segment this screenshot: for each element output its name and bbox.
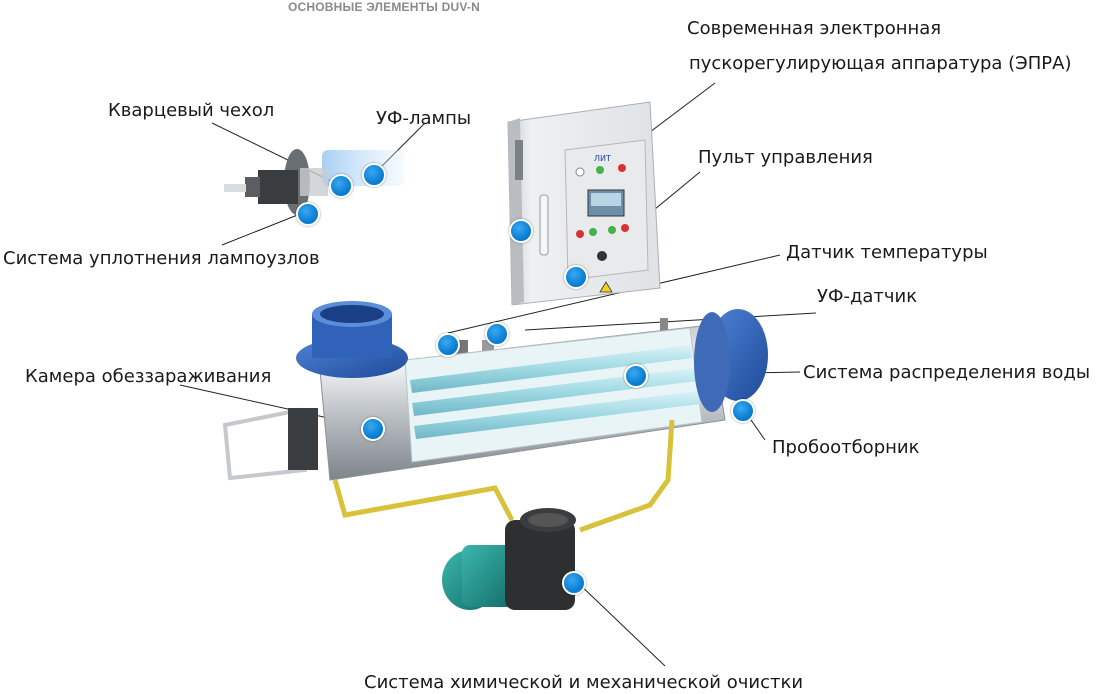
label-disinfection-chamber: Камера обеззараживания — [25, 366, 272, 387]
disinfection-chamber — [222, 301, 768, 481]
control-cabinet: ЛИТ — [507, 101, 661, 306]
hotspot-disinfection-chamber[interactable] — [361, 417, 385, 441]
hotspot-uv-lamps[interactable] — [362, 163, 386, 187]
label-sampler: Пробоотборник — [772, 437, 920, 458]
label-uv-lamps: УФ-лампы — [376, 108, 472, 129]
hotspot-temp-sensor[interactable] — [436, 333, 460, 357]
hotspot-water-distribution[interactable] — [624, 364, 648, 388]
label-quartz-sleeve: Кварцевый чехол — [108, 100, 275, 121]
label-ballast-line2: пускорегулирующая аппаратура (ЭПРА) — [689, 53, 1072, 74]
hotspot-ballast[interactable] — [509, 219, 533, 243]
panel-brand: ЛИТ — [594, 154, 611, 163]
hotspot-quartz-sleeve[interactable] — [329, 174, 353, 198]
pipework — [332, 419, 675, 533]
hotspot-sampler[interactable] — [731, 399, 755, 423]
label-uv-sensor: УФ-датчик — [817, 286, 918, 307]
label-ballast-line1: Современная электронная — [687, 18, 942, 39]
label-lamp-seal-system: Система уплотнения лампоузлов — [3, 248, 320, 269]
label-cleaning-system: Система химической и механической очистк… — [364, 672, 804, 693]
label-temp-sensor: Датчик температуры — [786, 242, 988, 263]
diagram-title: ОСНОВНЫЕ ЭЛЕМЕНТЫ DUV-N — [288, 0, 480, 14]
hotspot-lamp-seal-system[interactable] — [296, 202, 320, 226]
label-water-distribution: Система распределения воды — [803, 362, 1091, 383]
hotspot-cleaning-system[interactable] — [562, 571, 586, 595]
label-control-panel: Пульт управления — [698, 147, 873, 168]
cleaning-pump — [442, 508, 576, 610]
hotspot-control-panel[interactable] — [564, 265, 588, 289]
hotspot-uv-sensor[interactable] — [485, 322, 509, 346]
